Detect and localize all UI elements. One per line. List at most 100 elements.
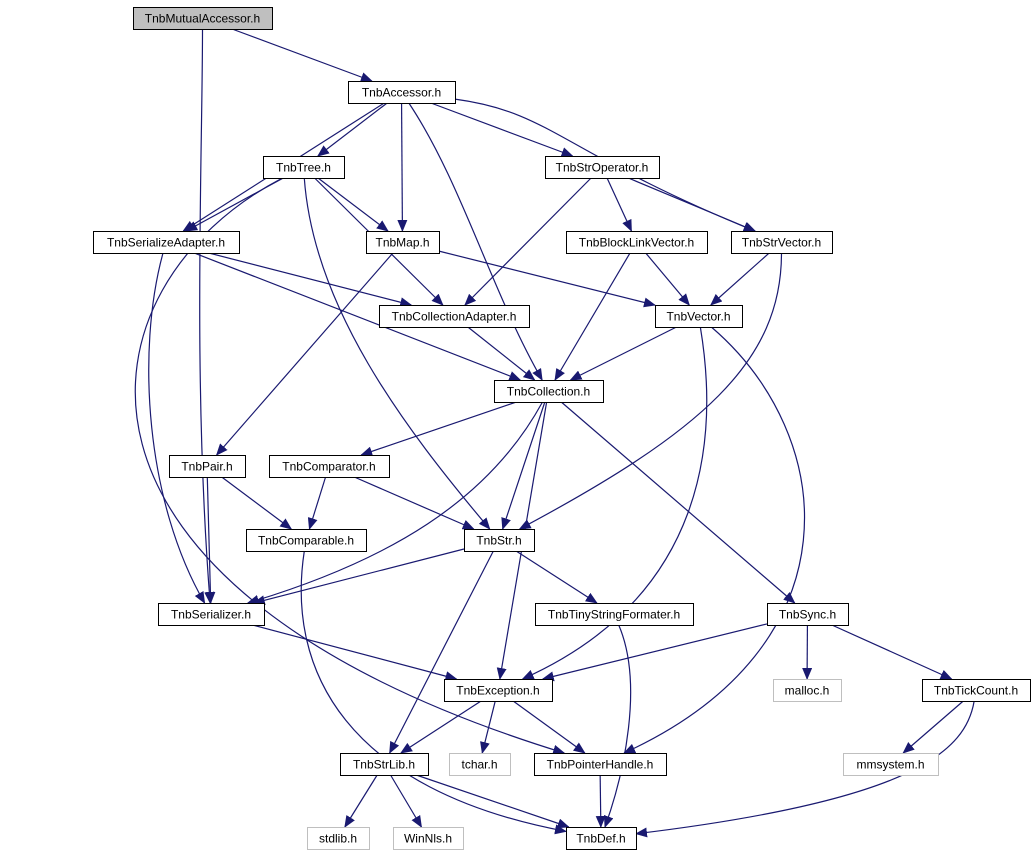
node-map[interactable]: TnbMap.h [366,231,440,254]
edge-stroperator-to-collectionadapter [464,177,592,306]
node-label: TnbSerializeAdapter.h [107,236,225,250]
node-stroperator[interactable]: TnbStrOperator.h [545,156,660,179]
node-box [767,603,849,626]
edge-tree-to-str [303,177,491,530]
edge-collection-to-serializer [246,401,544,605]
edge-sync-to-tickcount [831,624,953,680]
edge-strvector-to-str [518,252,783,530]
node-label: TnbCollectionAdapter.h [392,310,517,324]
node-label: TnbStrLib.h [353,758,415,772]
node-box [566,827,637,850]
node-box [494,380,604,403]
node-tchar: tchar.h [449,753,511,776]
edge-strlib-to-def [416,774,570,829]
edge-tickcount-to-mmsystem [902,700,964,754]
edge-pair-to-serializer [205,476,216,604]
node-label: TnbException.h [456,684,539,698]
node-label: TnbStrOperator.h [556,161,649,175]
node-label: TnbTinyStringFormater.h [548,608,680,622]
edge-pointerhandle-to-def [595,774,606,828]
node-serializeadapter[interactable]: TnbSerializeAdapter.h [93,231,240,254]
node-str[interactable]: TnbStr.h [464,529,535,552]
node-label: TnbMutualAccessor.h [145,12,260,26]
edge-serializeadapter-to-collection [194,252,522,381]
edge-exception-to-pointerhandle [512,700,586,754]
node-stdlib: stdlib.h [307,827,370,850]
edge-strvector-to-vector [710,252,770,306]
node-exception[interactable]: TnbException.h [444,679,553,702]
node-label: TnbStrVector.h [742,236,821,250]
node-vector[interactable]: TnbVector.h [655,305,743,328]
edge-accessor-to-stroperator [430,102,574,157]
node-pointerhandle[interactable]: TnbPointerHandle.h [534,753,667,776]
edge-exception-to-tchar [480,700,496,754]
edge-strlib-to-stdlib [344,774,378,828]
node-label: TnbSync.h [779,608,836,622]
node-label: TnbCollection.h [507,385,590,399]
node-strlib[interactable]: TnbStrLib.h [340,753,429,776]
edge-exception-to-strlib [400,700,482,754]
edge-map-to-vector [438,250,656,308]
node-box [464,529,535,552]
node-tree[interactable]: TnbTree.h [263,156,345,179]
node-pair[interactable]: TnbPair.h [169,455,246,478]
edge-map-to-pair [215,252,394,456]
edge-collection-to-sync [560,401,796,604]
node-box [263,156,345,179]
edge-str-to-serializer [252,548,465,606]
node-label: TnbVector.h [666,310,730,324]
node-sync[interactable]: TnbSync.h [767,603,849,626]
node-box [269,455,390,478]
edge-layer [134,28,975,838]
node-label: tchar.h [461,758,497,772]
edge-accessor-to-strvector [454,98,756,232]
node-box [158,603,265,626]
node-box [307,827,370,850]
node-label: TnbTickCount.h [934,684,1018,698]
node-label: TnbStr.h [476,534,521,548]
edge-comparable-to-def [300,550,567,835]
node-collectionadapter[interactable]: TnbCollectionAdapter.h [379,305,530,328]
node-tinystring[interactable]: TnbTinyStringFormater.h [535,603,694,626]
node-comparable[interactable]: TnbComparable.h [246,529,367,552]
node-box [93,231,240,254]
edge-strlib-to-winnls [390,774,422,828]
node-tickcount[interactable]: TnbTickCount.h [922,679,1031,702]
edge-tree-to-map [317,177,389,232]
node-box [449,753,511,776]
node-winnls: WinNls.h [393,827,464,850]
node-box [169,455,246,478]
edge-blocklink-to-vector [645,252,690,306]
node-box [843,753,939,776]
edge-sync-to-exception [541,623,768,682]
node-strvector[interactable]: TnbStrVector.h [731,231,833,254]
node-serializer[interactable]: TnbSerializer.h [158,603,265,626]
node-collection[interactable]: TnbCollection.h [494,380,604,403]
node-comparator[interactable]: TnbComparator.h [269,455,390,478]
node-box [545,156,660,179]
node-blocklink[interactable]: TnbBlockLinkVector.h [566,231,708,254]
node-def[interactable]: TnbDef.h [566,827,637,850]
edge-vector-to-exception [521,326,708,680]
node-box [133,7,273,30]
node-box [393,827,464,850]
edge-collectionadapter-to-collection [467,326,536,381]
node-box [655,305,743,328]
edge-pair-to-comparable [221,476,293,530]
node-box [535,603,694,626]
edge-mutual-to-serializer [199,28,215,604]
edge-collection-to-str [501,401,546,530]
node-mutual[interactable]: TnbMutualAccessor.h [133,7,273,30]
edge-mutual-to-accessor [231,28,373,82]
node-label: WinNls.h [404,832,452,846]
node-box [731,231,833,254]
edge-accessor-to-map [397,102,408,232]
node-label: TnbBlockLinkVector.h [579,236,694,250]
edge-comparator-to-str [354,476,475,530]
node-label: TnbTree.h [276,161,331,175]
node-accessor[interactable]: TnbAccessor.h [348,81,456,104]
node-malloc: malloc.h [773,679,842,702]
node-box [922,679,1031,702]
node-box [444,679,553,702]
